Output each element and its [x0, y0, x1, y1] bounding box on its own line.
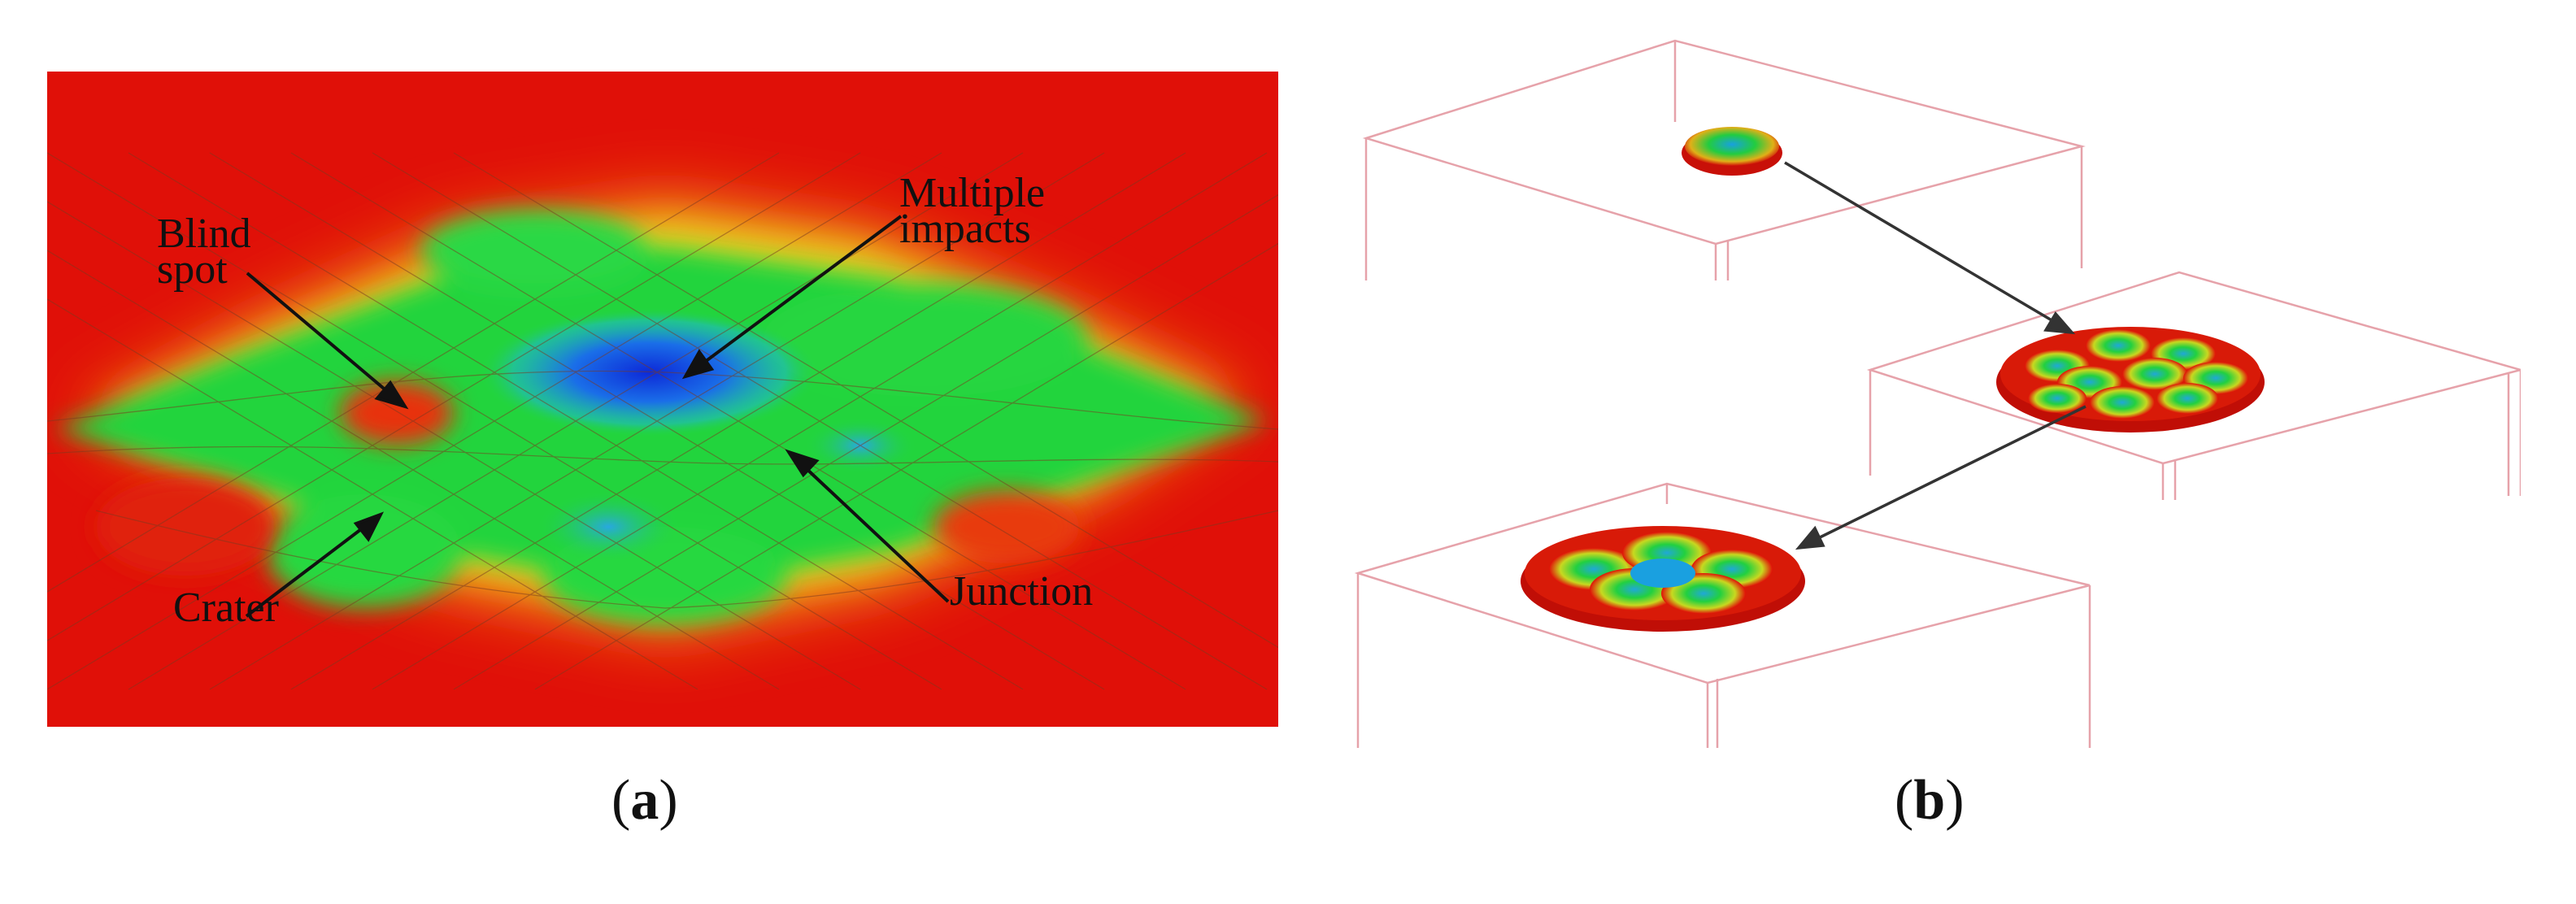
annotation-arrows: [245, 215, 950, 618]
caption-b: (b): [1895, 769, 1965, 832]
simulation-box-1: [1362, 39, 2086, 280]
crater-evolution-panel: [1342, 33, 2525, 748]
crater-evolution-diagram: [1354, 39, 2525, 748]
crater-label: Crater: [173, 585, 279, 631]
mesh-grid: [47, 152, 1278, 690]
contour-map: [47, 72, 1278, 727]
blind-spot-label: Blind spot: [157, 211, 251, 293]
merged-crater-cluster: [1521, 526, 1805, 632]
contour-map-panel: Blind spot Multiple impacts Crater Junct…: [47, 72, 1278, 727]
simulation-box-3: [1354, 482, 2091, 748]
blind-spot-patches: [96, 380, 1080, 576]
impact-spot: [535, 490, 681, 563]
caption-a: (a): [611, 769, 678, 832]
multiple-impacts-label: Multiple impacts: [899, 170, 1046, 252]
junction-label: Junction: [950, 568, 1094, 615]
single-crater: [1682, 127, 1782, 176]
nine-crater-cluster: [1996, 327, 2265, 432]
evolution-arrows: [1784, 161, 2086, 550]
